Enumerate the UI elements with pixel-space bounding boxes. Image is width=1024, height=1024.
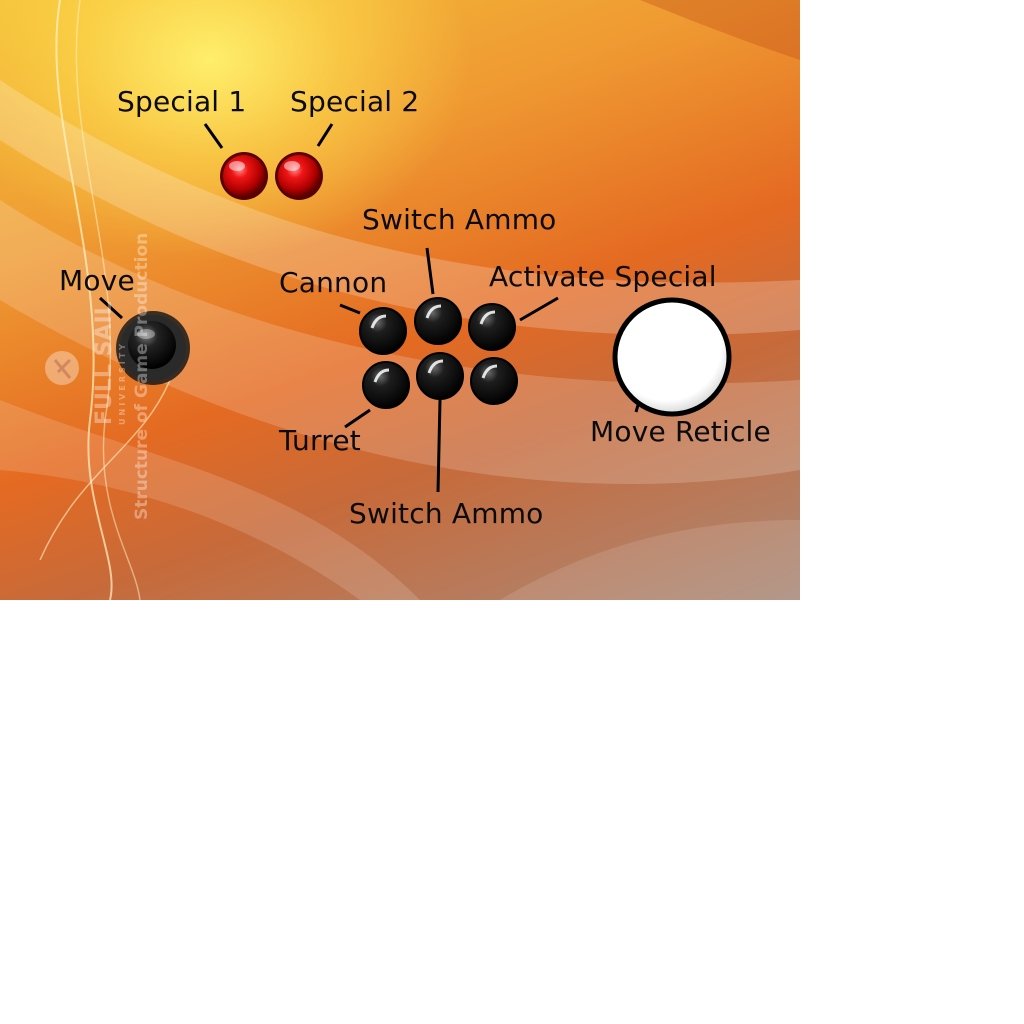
cannon-label: Cannon (279, 266, 388, 299)
light-swoosh (0, 400, 420, 600)
special-1-label: Special 1 (117, 85, 247, 118)
light-swoosh (0, 80, 800, 336)
special-2-button (275, 152, 323, 200)
light-streak (75, 0, 141, 600)
light-swoosh (0, 200, 800, 485)
special-2-label: Special 2 (290, 85, 420, 118)
switch-ammo-bottom-button (416, 352, 464, 400)
leader-lines (98, 123, 642, 493)
activate-special-label: Activate Special (489, 260, 717, 293)
move-joystick (116, 311, 190, 385)
switch-ammo-top-button (414, 297, 462, 345)
course-watermark: Structure of Game Production (132, 232, 152, 520)
activate-special-button (468, 303, 516, 351)
switch-ammo-top-label: Switch Ammo (362, 203, 557, 236)
control-panel: FULL SAIL UNIVERSITY Structure of Game P… (0, 0, 800, 600)
light-swoosh (640, 0, 800, 60)
move-label: Move (59, 264, 135, 297)
cannon-button (359, 307, 407, 355)
move-reticle-label: Move Reticle (590, 415, 771, 448)
turret-button (362, 361, 410, 409)
light-streak (55, 0, 113, 600)
brand-watermark: FULL SAIL (92, 301, 117, 425)
switch-ammo-bottom-label: Switch Ammo (349, 497, 544, 530)
turret-label: Turret (279, 424, 361, 457)
light-swoosh (500, 520, 800, 600)
university-watermark: UNIVERSITY (118, 341, 127, 425)
panel-artwork (0, 0, 800, 600)
extra-action-button (470, 357, 518, 405)
move-reticle-trackball (612, 297, 732, 417)
light-streak (39, 379, 171, 561)
special-1-button (220, 152, 268, 200)
